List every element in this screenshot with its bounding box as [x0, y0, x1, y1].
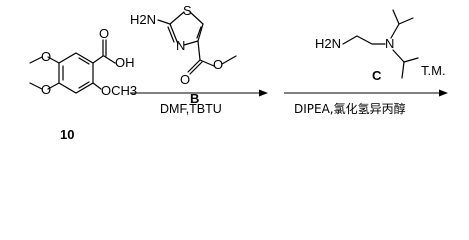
b-ester-o: O	[213, 57, 223, 72]
b-amine: H2N	[130, 12, 156, 27]
c10-ortho-methoxy: OCH3	[101, 83, 137, 98]
compound-b-structure	[157, 11, 237, 75]
c10-methoxy-o-upper: O	[41, 49, 51, 64]
b-ring-s: S	[183, 3, 192, 18]
compound-c-label: C	[372, 68, 382, 83]
reaction-arrow-2	[284, 89, 448, 97]
reaction-scheme: O OH O O OCH3 10 H2N S N O O B	[29, 3, 448, 142]
compound-10-label: 10	[60, 127, 74, 142]
compound-10-structure	[29, 39, 116, 94]
c10-methoxy-o-lower: O	[41, 82, 51, 97]
reaction-arrow-1	[130, 89, 268, 97]
arrow1-conditions: DMF,TBTU	[160, 102, 222, 116]
compound-b-label: B	[190, 91, 199, 106]
c10-carbonyl-o: O	[99, 26, 109, 41]
arrow2-conditions: DIPEA,氯化氢异丙醇	[294, 101, 406, 116]
c10-acid-oh: OH	[115, 55, 135, 70]
c-n: N	[385, 36, 394, 51]
c-amine: H2N	[315, 36, 341, 51]
b-ester-carbonyl-o: O	[180, 72, 190, 87]
compound-c-structure	[342, 9, 419, 79]
b-ring-n: N	[176, 38, 185, 53]
product-label: T.M.	[421, 63, 446, 78]
